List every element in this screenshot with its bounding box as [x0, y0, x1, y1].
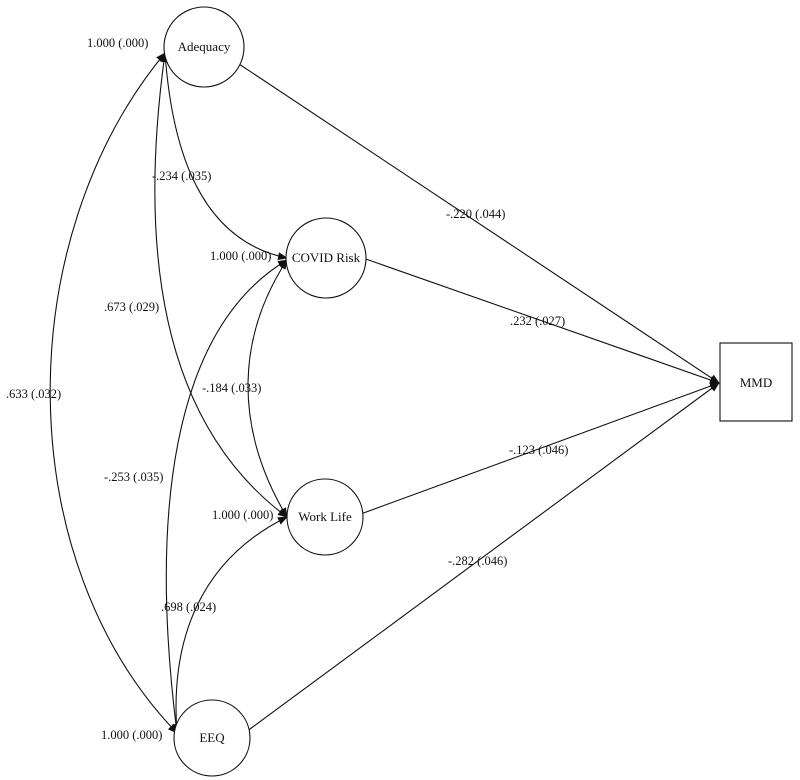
path-covid-mmd [359, 256, 720, 384]
path-worklife-mmd [357, 382, 720, 516]
node-mmd-label: MMD [740, 375, 773, 390]
node-eeq: EEQ [173, 699, 251, 777]
cov-adequacy-eeq [49, 52, 178, 734]
node-work-life: Work Life [286, 478, 364, 556]
node-mmd: MMD [719, 342, 793, 422]
node-adequacy: Adequacy [163, 6, 245, 88]
variance-covid-risk: 1.000 (.000) [210, 249, 271, 263]
path-adequacy-mmd [232, 59, 720, 384]
node-covid-risk: COVID Risk [285, 217, 367, 299]
cov-covid-eeq [165, 259, 288, 734]
variance-adequacy: 1.000 (.000) [87, 36, 148, 50]
label-covid-mmd: .232 (.027) [510, 314, 565, 328]
node-eeq-label: EEQ [199, 730, 225, 745]
label-covid-eeq: -.253 (.035) [104, 470, 163, 484]
node-work-life-label: Work Life [298, 509, 352, 524]
label-covid-worklife: -.184 (.033) [202, 381, 261, 395]
label-adequacy-covid: -.234 (.035) [152, 169, 211, 183]
label-worklife-eeq: .698 (.024) [161, 600, 216, 614]
node-adequacy-label: Adequacy [178, 39, 231, 54]
label-adequacy-eeq: .633 (.032) [6, 387, 61, 401]
variance-eeq: 1.000 (.000) [101, 728, 162, 742]
node-covid-risk-label: COVID Risk [292, 250, 361, 265]
label-adequacy-mmd: -.220 (.044) [446, 207, 505, 221]
label-eeq-mmd: -.282 (.046) [448, 554, 507, 568]
cov-worklife-eeq [172, 516, 288, 734]
path-eeq-mmd [245, 382, 720, 733]
label-worklife-mmd: -.123 (.046) [509, 443, 568, 457]
label-adequacy-worklife: .673 (.029) [104, 300, 159, 314]
variance-work-life: 1.000 (.000) [212, 508, 273, 522]
